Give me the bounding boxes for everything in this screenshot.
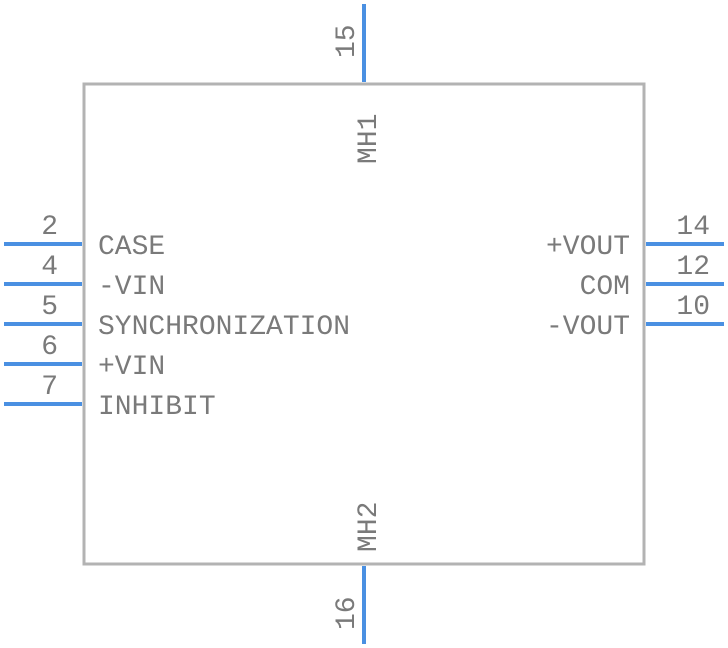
pin-number-left-7: 7: [41, 372, 58, 403]
pin-label-minus-vin: -VIN: [98, 272, 165, 303]
pin-number-right-10: 10: [676, 292, 710, 323]
right-pins: 14 +VOUT 12 COM 10 -VOUT: [546, 212, 724, 343]
pin-label-top: MH1: [354, 114, 385, 164]
pin-label-case: CASE: [98, 232, 165, 263]
pin-number-left-4: 4: [41, 252, 58, 283]
pin-label-inhibit: INHIBIT: [98, 392, 216, 423]
pin-label-minus-vout: -VOUT: [546, 312, 630, 343]
pin-number-bottom: 16: [332, 596, 363, 630]
component-body: [82, 82, 646, 566]
pin-number-left-6: 6: [41, 332, 58, 363]
pin-label-plus-vin: +VIN: [98, 352, 165, 383]
pin-number-right-12: 12: [676, 252, 710, 283]
pin-number-left-5: 5: [41, 292, 58, 323]
pin-number-left-2: 2: [41, 212, 58, 243]
pin-number-top: 15: [332, 24, 363, 58]
pin-label-plus-vout: +VOUT: [546, 232, 630, 263]
pin-label-synchronization: SYNCHRONIZATION: [98, 312, 350, 343]
pin-label-bottom: MH2: [354, 502, 385, 552]
pin-number-right-14: 14: [676, 212, 710, 243]
pin-label-com: COM: [580, 272, 630, 303]
left-pins: 2 CASE 4 -VIN 5 SYNCHRONIZATION 6 +VIN 7…: [4, 212, 350, 423]
